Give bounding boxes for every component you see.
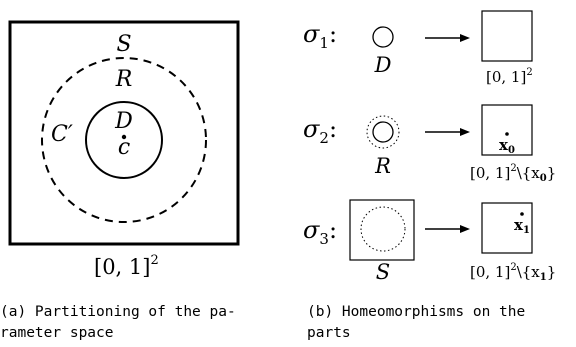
row-sigma-2: σ2: R x0 [0, 1]2\{x0} <box>303 104 556 184</box>
parameter-square <box>8 20 240 246</box>
region-d-circle <box>85 101 163 179</box>
caption-a-line2: rameter space <box>0 325 114 341</box>
caption-b-line1: (b) Homeomorphisms on the <box>307 304 525 320</box>
caption-a-line1: (a) Partitioning of the pa- <box>0 304 236 320</box>
row1-region-label: D <box>374 53 392 77</box>
region-s-dotted-hole <box>360 206 406 252</box>
label-c: c <box>118 135 130 160</box>
target-square-3 <box>481 202 533 254</box>
region-c-prime-dashed <box>41 57 207 223</box>
sigma-2-label: σ2: <box>303 115 337 147</box>
point-x1 <box>520 212 524 216</box>
row3-region-label: S <box>376 260 390 284</box>
target-2-label: [0, 1]2\{x0} <box>470 163 556 184</box>
region-d-small <box>372 26 394 48</box>
arrow-1-head <box>460 34 470 42</box>
square-label: [0, 1]2 <box>94 253 159 279</box>
point-x0-label: x0 <box>499 136 515 156</box>
target-1-label: [0, 1]2 <box>486 67 533 86</box>
panel-a: S R D c C′ [0, 1]2 (a) Partitioning of t… <box>0 20 240 341</box>
arrow-3-head <box>460 225 470 233</box>
sigma-1-label: σ1: <box>303 20 337 52</box>
row2-region-label: R <box>374 154 391 178</box>
region-s-square <box>349 199 415 261</box>
row-sigma-1: σ1: D [0, 1]2 <box>303 10 533 86</box>
target-3-label: [0, 1]2\{x1} <box>470 262 556 283</box>
point-x1-label: x1 <box>514 216 530 236</box>
label-r: R <box>115 67 133 92</box>
panel-b: σ1: D [0, 1]2 σ2: R x0 <box>303 10 556 341</box>
label-s: S <box>116 32 131 57</box>
caption-b-line2: parts <box>307 325 351 341</box>
label-d: D <box>114 109 133 134</box>
region-r-inner <box>372 121 394 143</box>
center-point <box>121 134 127 140</box>
point-x0 <box>505 132 509 136</box>
target-square-1 <box>481 10 533 62</box>
row-sigma-3: σ3: S x1 [0, 1]2\{x1} <box>303 199 556 284</box>
label-c-prime: C′ <box>51 122 73 147</box>
region-r-dotted-outer <box>366 115 400 149</box>
target-square-2 <box>481 104 533 156</box>
sigma-3-label: σ3: <box>303 216 337 248</box>
arrow-2-head <box>460 128 470 136</box>
